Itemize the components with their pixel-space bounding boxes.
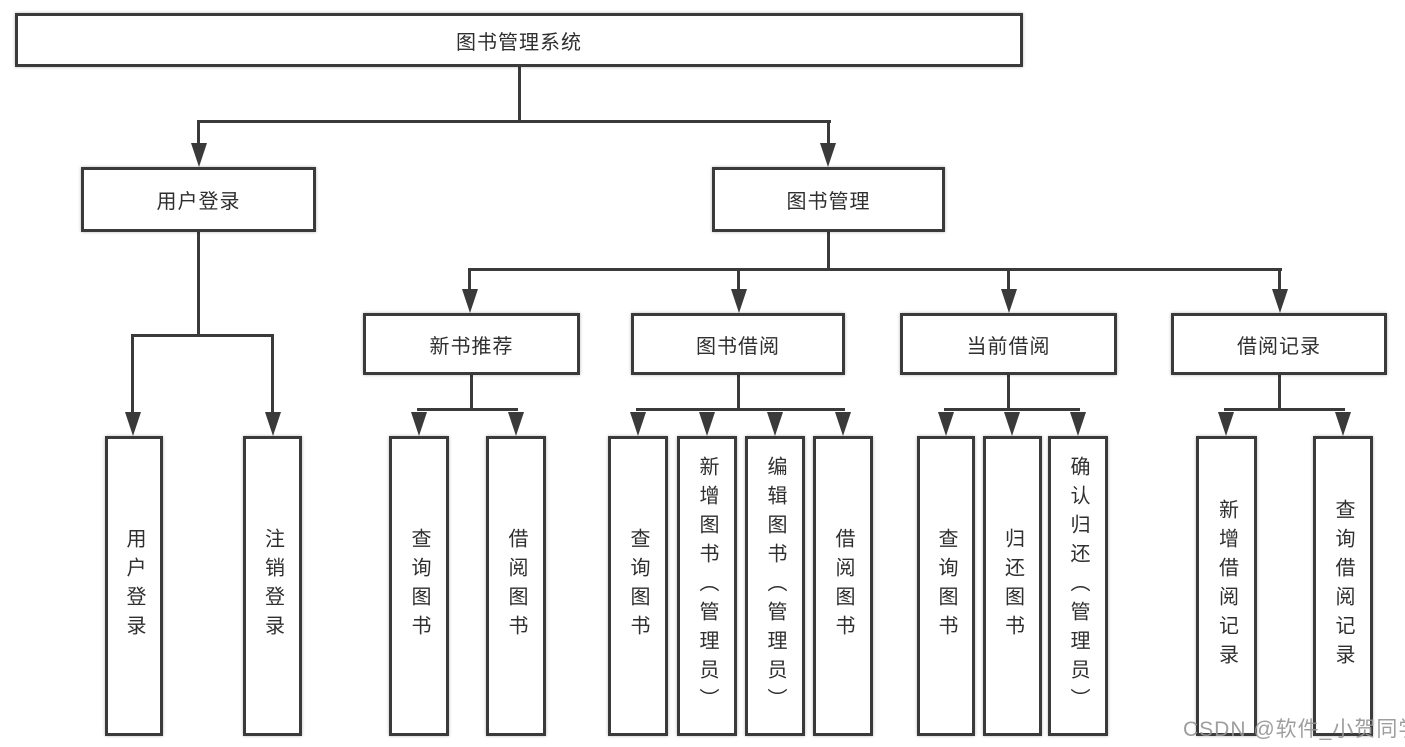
arrow-down-icon (508, 412, 524, 436)
connector-line (417, 408, 518, 411)
connector-line (827, 232, 830, 268)
node-library-system: 图书管理系统 (15, 13, 1023, 67)
node-borrow-books-recommend: 借阅图书 (486, 436, 546, 736)
node-return-books: 归还图书 (983, 436, 1042, 736)
connector-line (944, 408, 1080, 411)
connector-line (1278, 268, 1281, 292)
node-query-books-current: 查询图书 (917, 436, 975, 736)
node-logout: 注销登录 (243, 436, 302, 736)
node-current-borrowing: 当前借阅 (900, 313, 1117, 375)
arrow-down-icon (265, 412, 281, 436)
arrow-down-icon (125, 412, 141, 436)
node-add-borrow-record: 新增借阅记录 (1196, 436, 1257, 736)
arrow-down-icon (835, 412, 851, 436)
node-query-books-recommend: 查询图书 (389, 436, 449, 736)
connector-line (518, 67, 521, 120)
node-book-borrowing: 图书借阅 (631, 313, 845, 375)
node-book-management: 图书管理 (712, 167, 945, 232)
arrow-down-icon (1001, 289, 1017, 313)
arrow-down-icon (699, 412, 715, 436)
node-confirm-return-admin: 确认归还（管理员） (1048, 436, 1108, 736)
arrow-down-icon (1272, 289, 1288, 313)
connector-line (737, 375, 740, 408)
connector-line (131, 334, 134, 414)
arrow-down-icon (1218, 412, 1234, 436)
arrow-down-icon (938, 412, 954, 436)
connector-line (470, 375, 473, 408)
connector-line (827, 120, 830, 146)
connector-line (197, 120, 200, 146)
watermark-text: CSDN @软件_小贺同学 (1183, 718, 1405, 741)
node-borrow-books-borrow: 借阅图书 (813, 436, 873, 736)
connector-line (271, 334, 274, 414)
arrow-down-icon (411, 412, 427, 436)
arrow-down-icon (820, 143, 836, 167)
connector-line (1007, 375, 1010, 408)
node-login: 用户登录 (105, 436, 163, 736)
connector-line (1007, 268, 1010, 292)
arrow-down-icon (1335, 412, 1351, 436)
arrow-down-icon (731, 289, 747, 313)
connector-line (468, 268, 1282, 271)
arrow-down-icon (191, 143, 207, 167)
node-borrowing-records: 借阅记录 (1171, 313, 1387, 375)
connector-line (636, 408, 845, 411)
connector-line (1224, 408, 1345, 411)
arrow-down-icon (767, 412, 783, 436)
node-add-books-admin: 新增图书（管理员） (677, 436, 737, 736)
arrow-down-icon (630, 412, 646, 436)
arrow-down-icon (462, 289, 478, 313)
node-new-book-recommendation: 新书推荐 (363, 313, 580, 375)
connector-line (737, 268, 740, 292)
node-edit-books-admin: 编辑图书（管理员） (745, 436, 805, 736)
arrow-down-icon (1004, 412, 1020, 436)
node-query-books-borrow: 查询图书 (608, 436, 668, 736)
connector-line (468, 268, 471, 292)
node-user-login: 用户登录 (81, 167, 316, 232)
node-query-borrow-record: 查询借阅记录 (1313, 436, 1373, 736)
connector-line (1278, 375, 1281, 408)
connector-line (197, 232, 200, 334)
connector-line (197, 120, 831, 123)
connector-line (131, 334, 274, 337)
arrow-down-icon (1070, 412, 1086, 436)
